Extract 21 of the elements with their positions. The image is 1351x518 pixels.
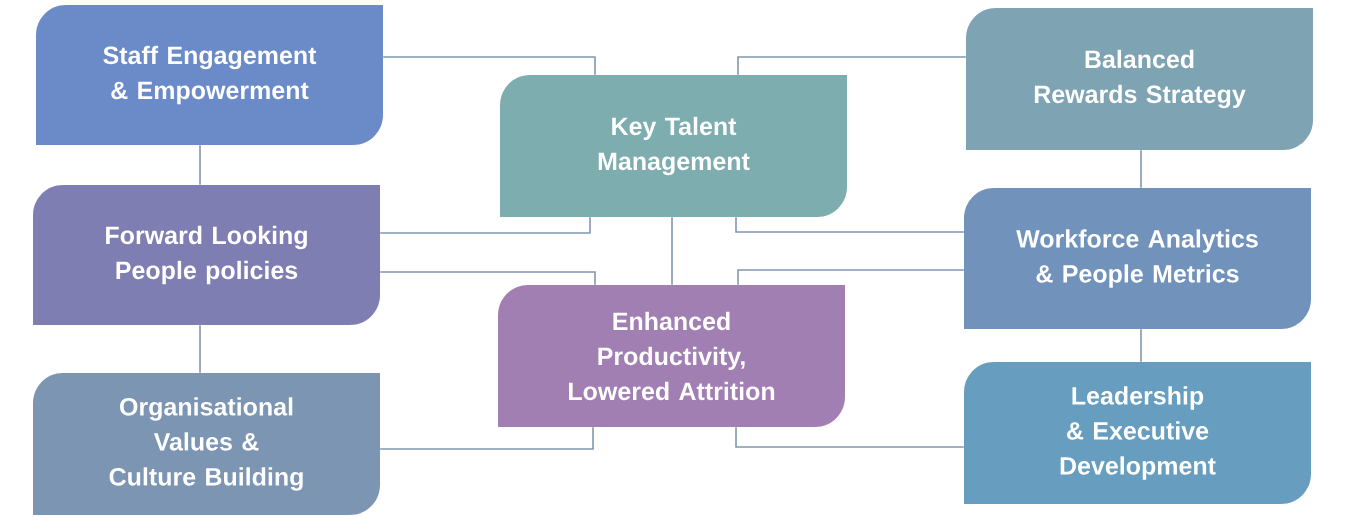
connector-line (1140, 149, 1142, 189)
process-box: Leadership & Executive Development (964, 362, 1311, 504)
process-box: Staff Engagement & Empowerment (36, 5, 383, 145)
connector-line (379, 271, 596, 286)
connector-line (199, 324, 201, 374)
process-box: Enhanced Productivity, Lowered Attrition (498, 285, 845, 427)
process-box: Workforce Analytics & People Metrics (964, 188, 1311, 329)
connector-line (735, 426, 965, 448)
connector-line (382, 56, 596, 76)
connector-line (379, 216, 591, 234)
connector-line (737, 269, 965, 286)
process-box: Organisational Values & Culture Building (33, 373, 380, 515)
connector-line (199, 144, 201, 186)
process-box: Key Talent Management (500, 75, 847, 217)
process-box: Balanced Rewards Strategy (966, 8, 1313, 150)
connector-line (1140, 328, 1142, 363)
process-box: Forward Looking People policies (33, 185, 380, 325)
connector-line (735, 216, 965, 233)
connector-line (737, 56, 967, 76)
connector-line (671, 216, 673, 286)
connector-line (379, 426, 594, 450)
